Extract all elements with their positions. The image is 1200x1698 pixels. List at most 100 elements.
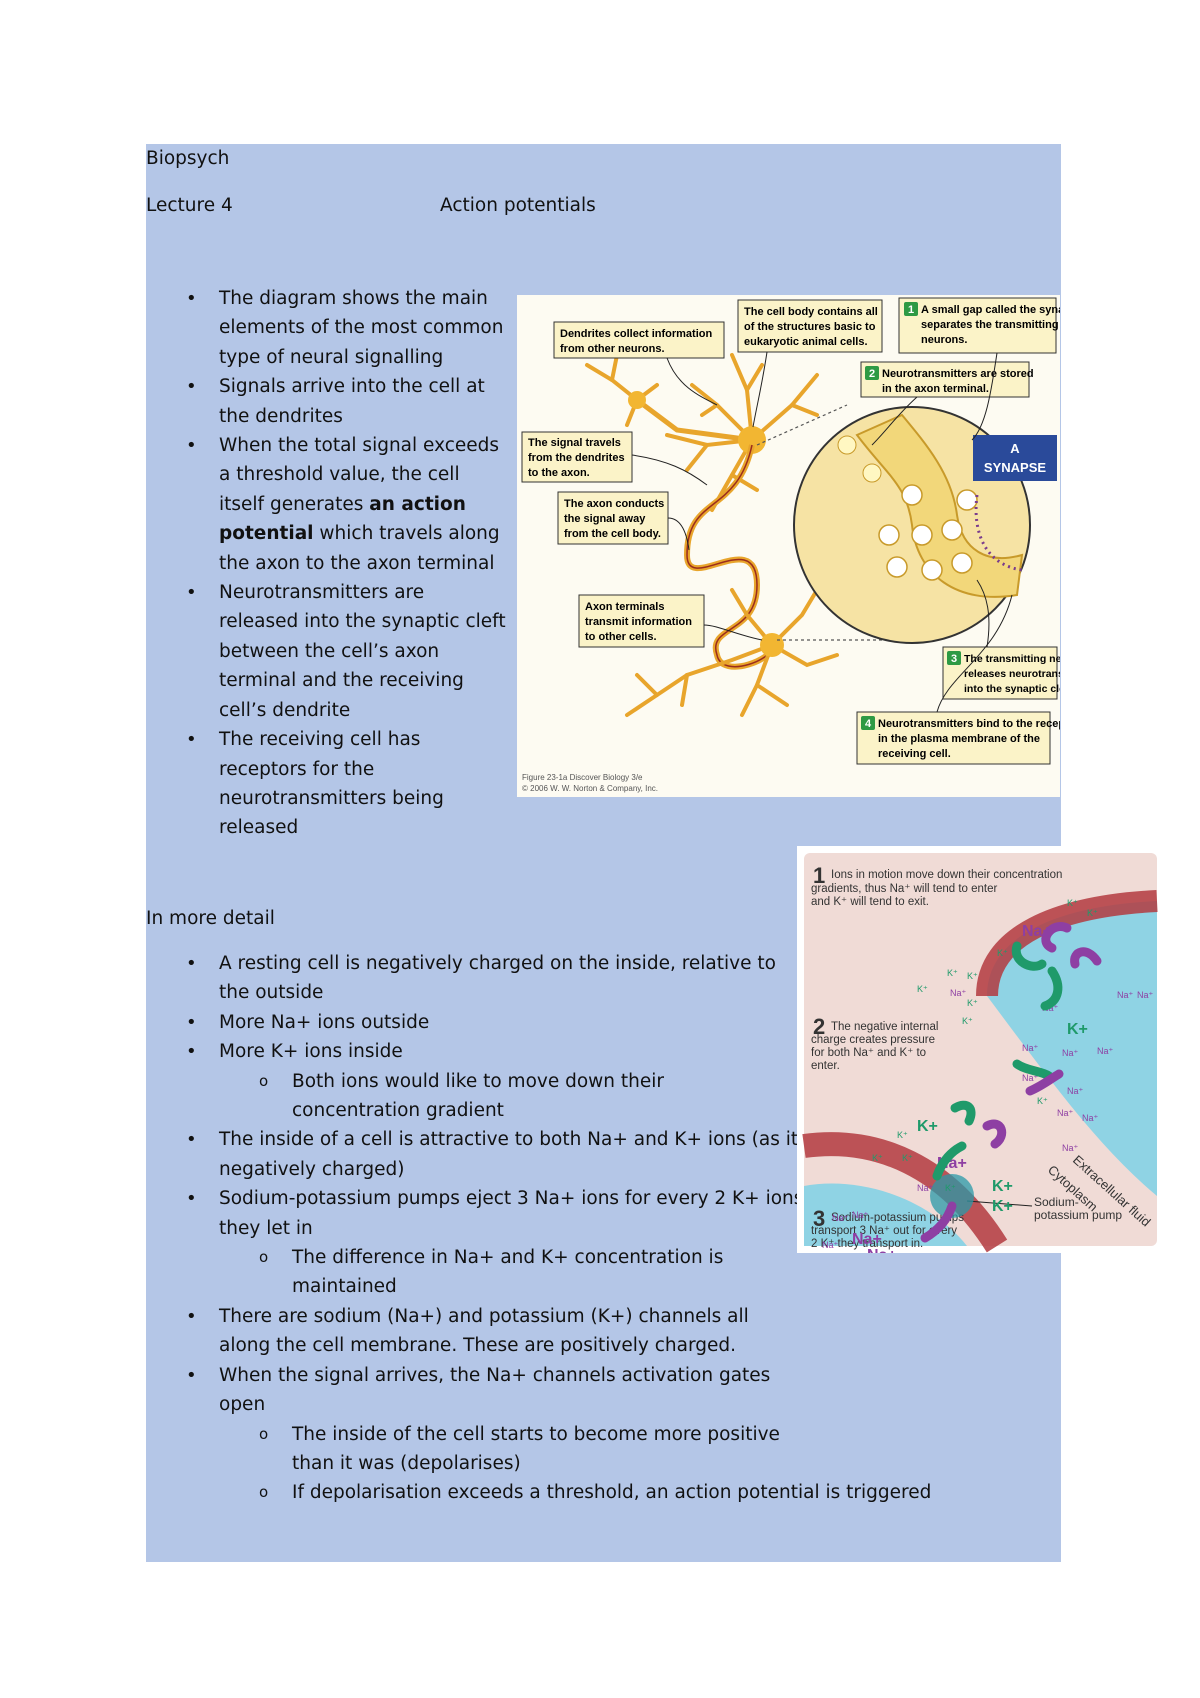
- sodium-ion: Na⁺: [1117, 990, 1134, 1000]
- section-heading: In more detail: [146, 908, 275, 929]
- sodium-ion-label: Na+: [852, 1231, 882, 1248]
- svg-text:A small gap called the synapti: A small gap called the synaptic cleft: [921, 304, 1060, 316]
- sodium-ion: Na⁺: [1097, 1046, 1114, 1056]
- svg-text:2: 2: [869, 368, 875, 380]
- membrane-lower-icon: [802, 1132, 1008, 1253]
- step-2-text: enter.: [811, 1060, 840, 1072]
- step-3-text: 2 K⁺ they transport in.: [811, 1238, 923, 1250]
- potassium-ion: K⁺: [945, 1183, 956, 1193]
- step-number: 1: [813, 863, 825, 888]
- svg-text:SYNAPSE: SYNAPSE: [984, 460, 1046, 475]
- detail-bullet-list: A resting cell is negatively charged on …: [186, 949, 931, 1508]
- potassium-ion: K⁺: [962, 1016, 973, 1026]
- svg-text:1: 1: [908, 304, 914, 316]
- callout-axon: The axon conducts the signal away from t…: [557, 491, 669, 545]
- svg-text:Axon terminals: Axon terminals: [585, 601, 664, 613]
- potassium-ion: K⁺: [1037, 1096, 1048, 1106]
- svg-text:Neurotransmitters are stored: Neurotransmitters are stored: [882, 368, 1034, 380]
- potassium-ion-label: K+: [1067, 1021, 1088, 1038]
- pump-icon: [930, 1174, 974, 1218]
- sodium-potassium-diagram: 1 Ions in motion move down their concent…: [802, 853, 1158, 1253]
- sodium-arrow-icon: [982, 1119, 1007, 1149]
- sodium-ion: Na⁺: [950, 988, 967, 998]
- sub-list-item: Both ions would like to move down theirc…: [259, 1067, 931, 1126]
- potassium-ion: K⁺: [897, 1130, 908, 1140]
- sodium-ion: Na⁺: [917, 1183, 934, 1193]
- neuron-synapse-figure: Dendrites collect information from other…: [517, 295, 1060, 797]
- membrane-icon: [976, 890, 1158, 997]
- step-3-text: Sodium-potassium pumps: [831, 1212, 964, 1224]
- step-number: 2: [813, 1014, 825, 1039]
- sodium-ion: Na⁺: [1062, 1143, 1079, 1153]
- sodium-ion: Na⁺: [1067, 1086, 1084, 1096]
- svg-text:into the synaptic cleft.: into the synaptic cleft.: [964, 683, 1060, 695]
- sodium-ion: Na⁺: [822, 1240, 839, 1250]
- sub-list-item: The inside of the cell starts to become …: [259, 1420, 931, 1479]
- svg-text:neurons.: neurons.: [921, 334, 967, 346]
- sodium-arrow-icon: [920, 1201, 957, 1243]
- svg-text:in the axon terminal.: in the axon terminal.: [882, 383, 989, 395]
- potassium-ion: K⁺: [1067, 898, 1078, 908]
- pump-label: Sodium-: [1034, 1195, 1079, 1209]
- svg-text:releases neurotransmitters: releases neurotransmitters: [964, 668, 1060, 680]
- svg-text:from other neurons.: from other neurons.: [560, 343, 665, 355]
- svg-text:eukaryotic animal cells.: eukaryotic animal cells.: [744, 336, 868, 348]
- svg-text:4: 4: [865, 718, 872, 730]
- list-item: There are sodium (Na+) and potassium (K+…: [186, 1302, 931, 1361]
- sodium-arrow-icon: [1041, 922, 1072, 953]
- svg-text:The cell body contains all: The cell body contains all: [744, 306, 878, 318]
- cell-body-icon: [738, 426, 766, 454]
- svg-text:separates the transmitting and: separates the transmitting and receiving: [921, 319, 1060, 331]
- svg-text:the signal away: the signal away: [564, 513, 646, 525]
- figure-credit: Figure 23-1a Discover Biology 3/e: [522, 773, 643, 782]
- callout-axon-terminals: Axon terminals transmit information to o…: [578, 594, 705, 648]
- svg-text:to the axon.: to the axon.: [528, 467, 590, 479]
- step-1-text: and K⁺ will tend to exit.: [811, 896, 929, 908]
- potassium-ion-label: K+: [992, 1198, 1013, 1215]
- receiving-neuron-icon: [625, 588, 839, 717]
- sodium-ion: Na⁺: [1082, 1113, 1099, 1123]
- step-1-text: gradients, thus Na⁺ will tend to enter: [811, 883, 998, 895]
- list-item: More K+ ions inside: [186, 1037, 931, 1067]
- potassium-ion: K⁺: [967, 971, 978, 981]
- sodium-arrow-icon: [1070, 947, 1102, 969]
- potassium-arrow-icon: [932, 1141, 967, 1181]
- sodium-ion: Na⁺: [1022, 1073, 1039, 1083]
- callout-signal-travels: The signal travels from the dendrites to…: [521, 431, 633, 483]
- callout-cell-body: The cell body contains all of the struct…: [737, 299, 883, 353]
- potassium-ion: K⁺: [997, 948, 1008, 958]
- svg-text:The transmitting neuron: The transmitting neuron: [964, 653, 1060, 665]
- callout-stored: 2 Neurotransmitters are stored in the ax…: [860, 361, 1034, 398]
- pump-label: potassium pump: [1034, 1208, 1122, 1222]
- svg-text:Neurotransmitters bind to the: Neurotransmitters bind to the receptors: [878, 718, 1060, 730]
- sodium-ion: Na⁺: [1062, 1048, 1079, 1058]
- potassium-ion: K⁺: [947, 968, 958, 978]
- svg-text:in the plasma membrane of the: in the plasma membrane of the: [878, 733, 1040, 745]
- svg-text:from the dendrites: from the dendrites: [528, 452, 625, 464]
- potassium-ion: K⁺: [902, 1153, 913, 1163]
- sodium-ion: Na⁺: [852, 1210, 869, 1220]
- callout-releases: 3 The transmitting neuron releases neuro…: [942, 646, 1060, 700]
- list-item: A resting cell is negatively charged on …: [186, 949, 931, 1008]
- step-2-text: The negative internal: [831, 1021, 938, 1033]
- sodium-ion: Na⁺: [832, 1213, 849, 1223]
- svg-text:3: 3: [951, 653, 957, 665]
- svg-text:receiving cell.: receiving cell.: [878, 748, 951, 760]
- potassium-arrow-icon: [1011, 941, 1047, 971]
- callout-bind: 4 Neurotransmitters bind to the receptor…: [856, 711, 1060, 765]
- lecture-number: Lecture 4: [146, 195, 233, 216]
- callout-dendrites: Dendrites collect information from other…: [553, 321, 725, 359]
- sodium-ion-label: Na+: [867, 1247, 897, 1253]
- svg-text:The axon conducts: The axon conducts: [564, 498, 664, 510]
- figure-credit-copyright: © 2006 W. W. Norton & Company, Inc.: [522, 784, 658, 793]
- list-item: More Na+ ions outside: [186, 1008, 931, 1038]
- course-title: Biopsych: [146, 148, 230, 169]
- step-number: 3: [813, 1206, 825, 1231]
- svg-text:Dendrites collect information: Dendrites collect information: [560, 328, 712, 340]
- list-item: The inside of a cell is attractive to bo…: [186, 1125, 931, 1184]
